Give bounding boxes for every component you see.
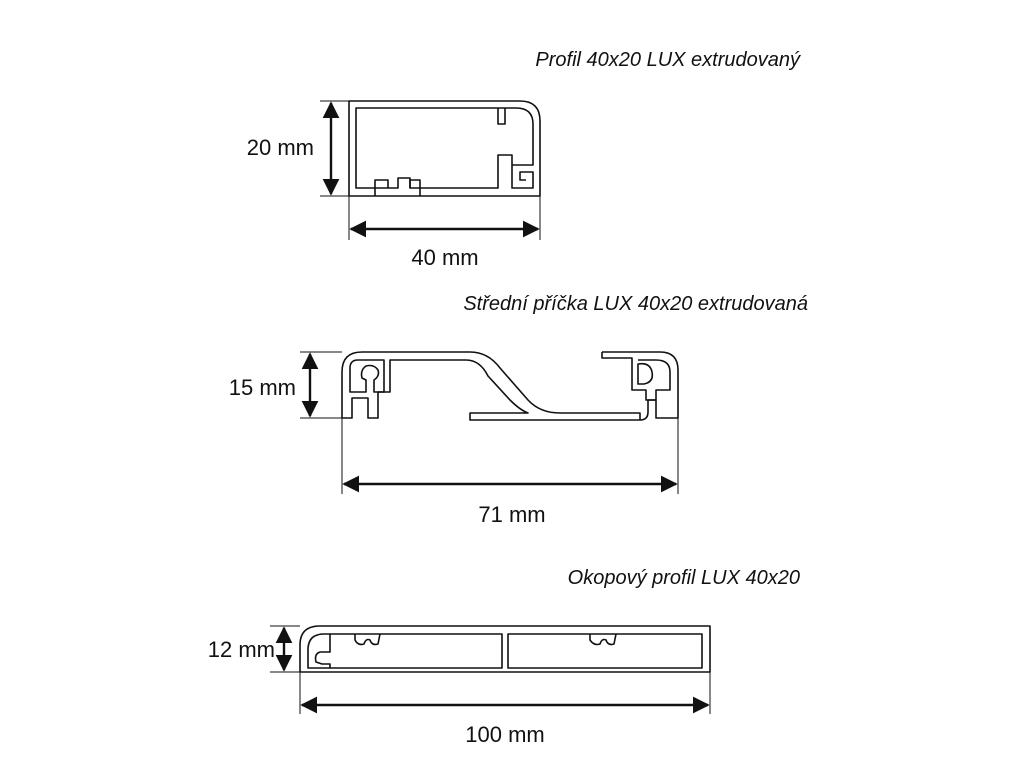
profile-2-height-dimension: 15 mm (229, 351, 342, 419)
profile-2-section (341, 351, 679, 421)
profile-middle-crossbar: Střední příčka LUX 40x20 extrudovaná 15 … (229, 293, 808, 527)
profile-1-title: Profil 40x20 LUX extrudovaný (535, 49, 801, 71)
profile-2-width-dimension: 71 mm (341, 418, 679, 527)
profile-3-height-label: 12 mm (208, 637, 275, 662)
profile-2-height-label: 15 mm (229, 375, 296, 400)
profile-1-height-label: 20 mm (247, 135, 314, 160)
profile-1-section (348, 100, 541, 197)
profile-40x20: Profil 40x20 LUX extrudovaný 20 mm 40 mm (247, 49, 801, 270)
profile-1-width-label: 40 mm (411, 245, 478, 270)
profile-1-height-dimension: 20 mm (247, 100, 349, 197)
profile-3-title: Okopový profil LUX 40x20 (568, 567, 800, 589)
profile-2-width-label: 71 mm (478, 502, 545, 527)
profile-1-width-dimension: 40 mm (348, 196, 541, 270)
profile-3-height-dimension: 12 mm (208, 625, 300, 673)
profile-2-title: Střední příčka LUX 40x20 extrudovaná (463, 293, 808, 315)
profile-3-section (299, 625, 711, 673)
profile-kick-plate: Okopový profil LUX 40x20 12 mm 100 mm (208, 567, 800, 747)
profile-3-width-dimension: 100 mm (299, 672, 711, 747)
profile-3-width-label: 100 mm (465, 722, 544, 747)
